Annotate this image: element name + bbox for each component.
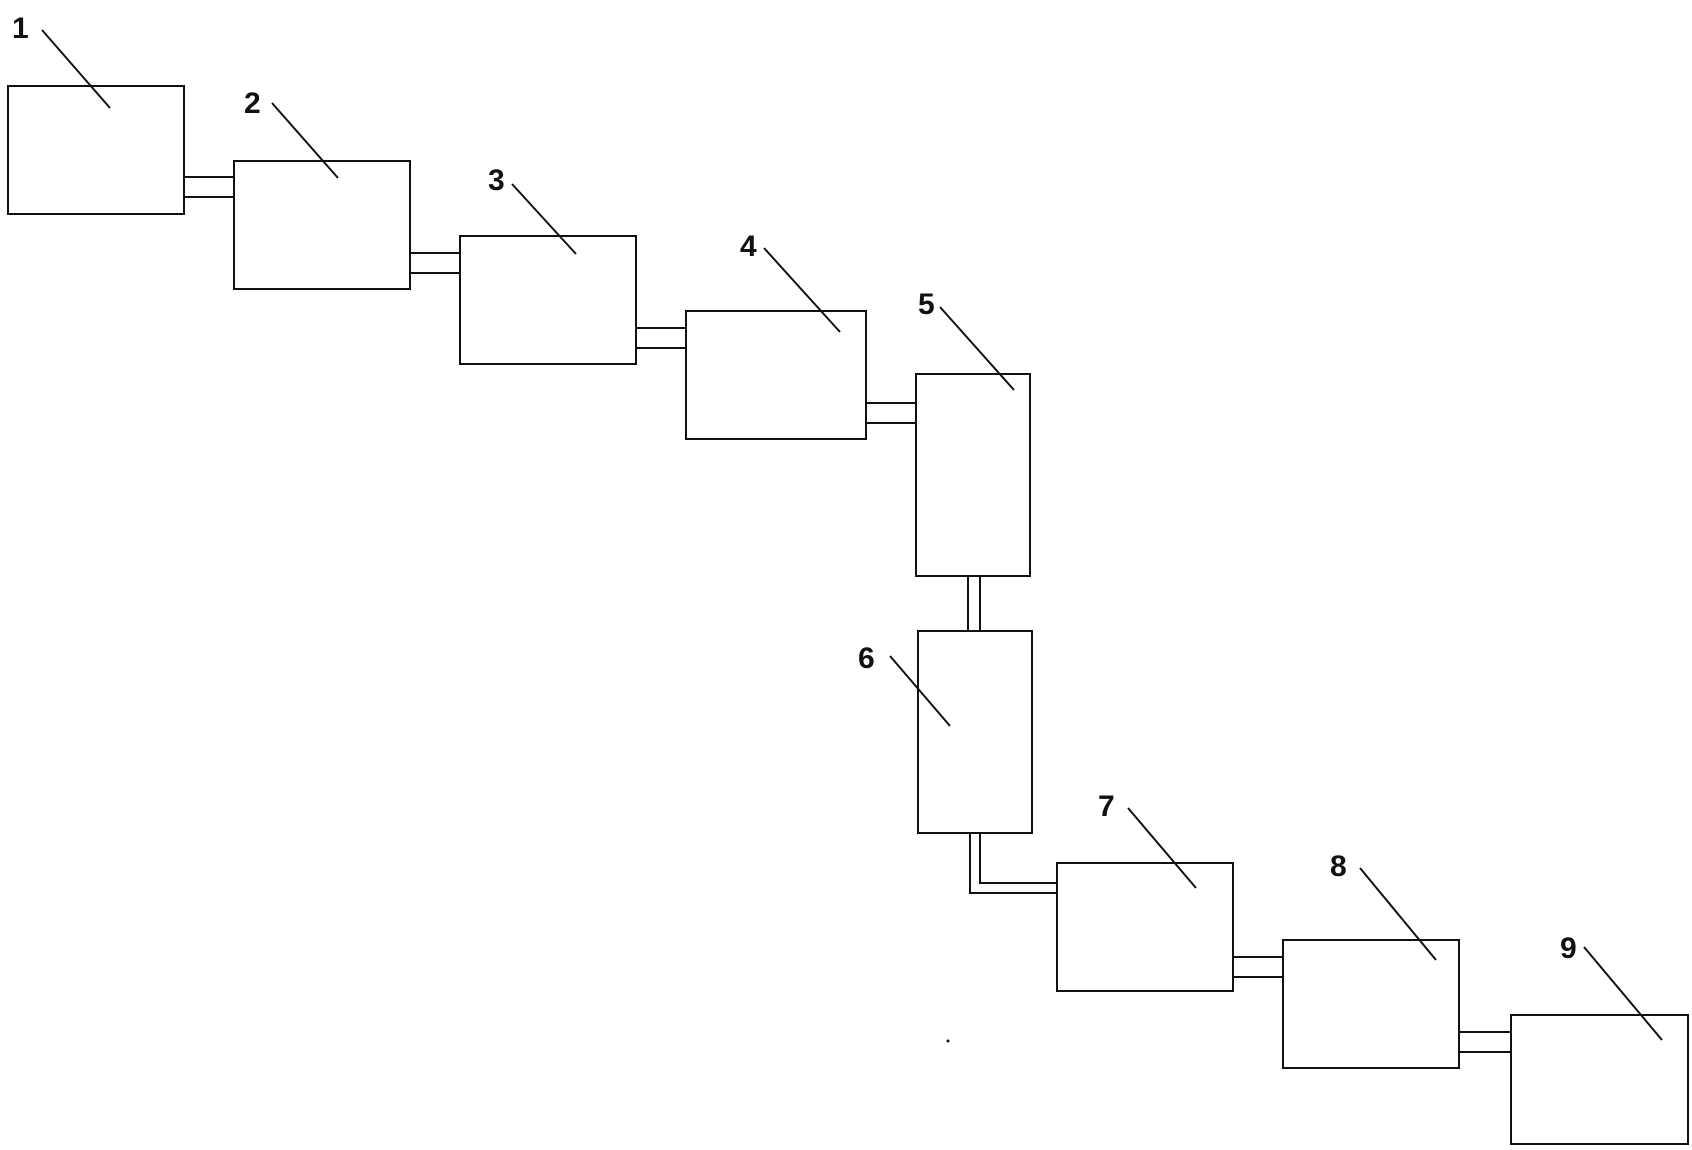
pipe-8-9 — [1459, 1031, 1511, 1053]
pipe-5-6 — [967, 576, 981, 631]
label-6: 6 — [858, 642, 875, 675]
block-7 — [1056, 862, 1234, 992]
block-2 — [233, 160, 411, 290]
pipe-3-4 — [636, 327, 686, 349]
leader-4 — [763, 247, 841, 333]
leader-1 — [41, 29, 111, 109]
label-2: 2 — [244, 87, 261, 120]
block-1 — [7, 85, 185, 215]
leader-7 — [1127, 807, 1197, 889]
label-1: 1 — [12, 12, 29, 45]
block-3 — [459, 235, 637, 365]
leader-3 — [511, 183, 577, 255]
pipe-4-5 — [866, 402, 916, 424]
block-4 — [685, 310, 867, 440]
label-4: 4 — [740, 230, 757, 263]
block-6 — [917, 630, 1033, 834]
label-8: 8 — [1330, 850, 1347, 883]
label-7: 7 — [1098, 790, 1115, 823]
leader-9 — [1583, 946, 1663, 1041]
block-8 — [1282, 939, 1460, 1069]
block-9 — [1510, 1014, 1689, 1145]
pipe-2-3 — [410, 252, 460, 274]
leader-2 — [271, 102, 339, 179]
pipe-1-2 — [184, 176, 234, 198]
pipe-7-8 — [1233, 956, 1283, 978]
pipe-6-7 — [969, 833, 1057, 894]
scan-dot — [946, 1039, 950, 1043]
block-5 — [915, 373, 1031, 577]
label-9: 9 — [1560, 932, 1577, 965]
leader-5 — [939, 306, 1015, 391]
leader-6 — [889, 655, 951, 727]
leader-8 — [1359, 867, 1437, 961]
label-5: 5 — [918, 288, 935, 321]
label-3: 3 — [488, 164, 505, 197]
